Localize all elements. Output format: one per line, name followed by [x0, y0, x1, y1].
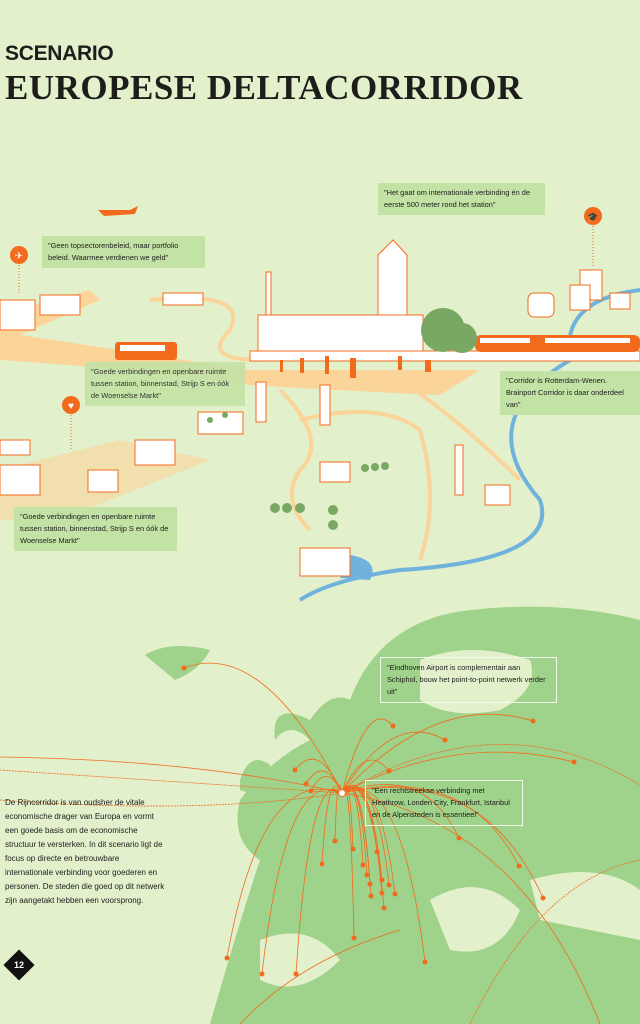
flight-route: [341, 713, 534, 794]
route-destinations: [181, 665, 577, 977]
destination-dot: [364, 872, 370, 878]
destination-dot: [367, 881, 373, 887]
flight-route: [341, 731, 446, 794]
long-haul-route: [0, 769, 343, 794]
callout-corridor-quote: "Corridor is Rotterdam-Wenen. Brainport …: [500, 371, 640, 415]
destination-dot: [392, 891, 398, 897]
flight-route: [341, 787, 385, 909]
flight-route: [341, 718, 394, 794]
long-haul-route: [341, 792, 601, 1024]
destination-dot: [350, 846, 356, 852]
destination-dot: [319, 861, 325, 867]
flight-route: [341, 787, 372, 897]
callout-airport-quote: "Eindhoven Airport is complementair aan …: [380, 657, 557, 703]
heart-pin-icon: ♥: [62, 396, 80, 450]
flight-route: [183, 662, 343, 794]
callout-portfolio-quote: "Geen topsectorenbeleid, maar portfolio …: [42, 236, 205, 268]
trees: [207, 308, 477, 530]
destination-dot: [303, 781, 309, 787]
destination-dot: [308, 788, 314, 794]
airport-pin-icon: ✈: [10, 246, 28, 295]
education-pin-icon: 🎓: [584, 207, 602, 268]
flight-route: [341, 784, 460, 839]
flight-route: [261, 788, 343, 975]
flight-route: [226, 788, 343, 959]
destination-dot: [292, 767, 298, 773]
svg-text:✈: ✈: [15, 251, 23, 262]
flight-route: [341, 785, 520, 867]
destination-dot: [390, 723, 396, 729]
destination-dot: [530, 718, 536, 724]
destination-dot: [379, 877, 385, 883]
destination-dot: [386, 768, 392, 774]
people: [280, 356, 431, 378]
page-number-badge: 12: [3, 949, 35, 981]
map-light-areas: [260, 650, 640, 987]
destination-dot: [360, 862, 366, 868]
flight-route: [341, 759, 390, 794]
destination-dot: [422, 959, 428, 965]
destination-dot: [368, 893, 374, 899]
callout-heathrow-quote: "Een rechtstreekse verbinding met Heathr…: [365, 780, 523, 826]
scenario-kicker: SCENARIO: [5, 42, 114, 65]
svg-text:♥: ♥: [68, 401, 74, 412]
svg-text:🎓: 🎓: [587, 212, 598, 222]
flight-route: [341, 788, 355, 939]
long-haul-route: [469, 859, 640, 1024]
long-haul-route: [0, 792, 343, 807]
destination-dot: [381, 905, 387, 911]
eindhoven-hub: [338, 789, 346, 797]
callout-connections-quote-2: "Goede verbindingen en openbare ruimte t…: [14, 507, 177, 551]
flight-route: [341, 788, 426, 963]
destination-dot: [374, 849, 380, 855]
destination-dot: [571, 759, 577, 765]
destination-dot: [181, 665, 187, 671]
long-haul-route: [0, 756, 343, 794]
canal: [298, 288, 640, 602]
destination-dot: [456, 835, 462, 841]
bus: [115, 342, 177, 360]
destination-dot: [379, 890, 385, 896]
page-number: 12: [13, 960, 24, 970]
flight-route: [341, 751, 575, 794]
long-haul-route: [341, 744, 640, 794]
train: [475, 335, 640, 352]
destination-dot: [224, 955, 230, 961]
airplane-icon: [98, 206, 138, 216]
station-building: [0, 239, 640, 577]
destination-dot: [293, 971, 299, 977]
destination-dot: [351, 935, 357, 941]
destination-dot: [442, 737, 448, 743]
callout-connections-quote: "Goede verbindingen en openbare ruimte t…: [85, 362, 245, 406]
callout-station-quote: "Het gaat om internationale verbinding é…: [378, 183, 545, 215]
destination-dot: [259, 971, 265, 977]
body-paragraph: De Rijncorridor is van oudsher de vitale…: [5, 798, 165, 905]
europe-map: [145, 606, 640, 1024]
destination-dot: [516, 863, 522, 869]
flight-route: [341, 787, 544, 899]
flight-routes: [0, 662, 640, 1024]
flight-route: [321, 785, 343, 865]
destination-dot: [332, 838, 338, 844]
destination-dot: [386, 882, 392, 888]
page-title: EUROPESE DELTACORRIDOR: [5, 68, 523, 107]
destination-dot: [540, 895, 546, 901]
flight-route: [295, 788, 343, 975]
long-haul-route: [239, 929, 401, 1024]
